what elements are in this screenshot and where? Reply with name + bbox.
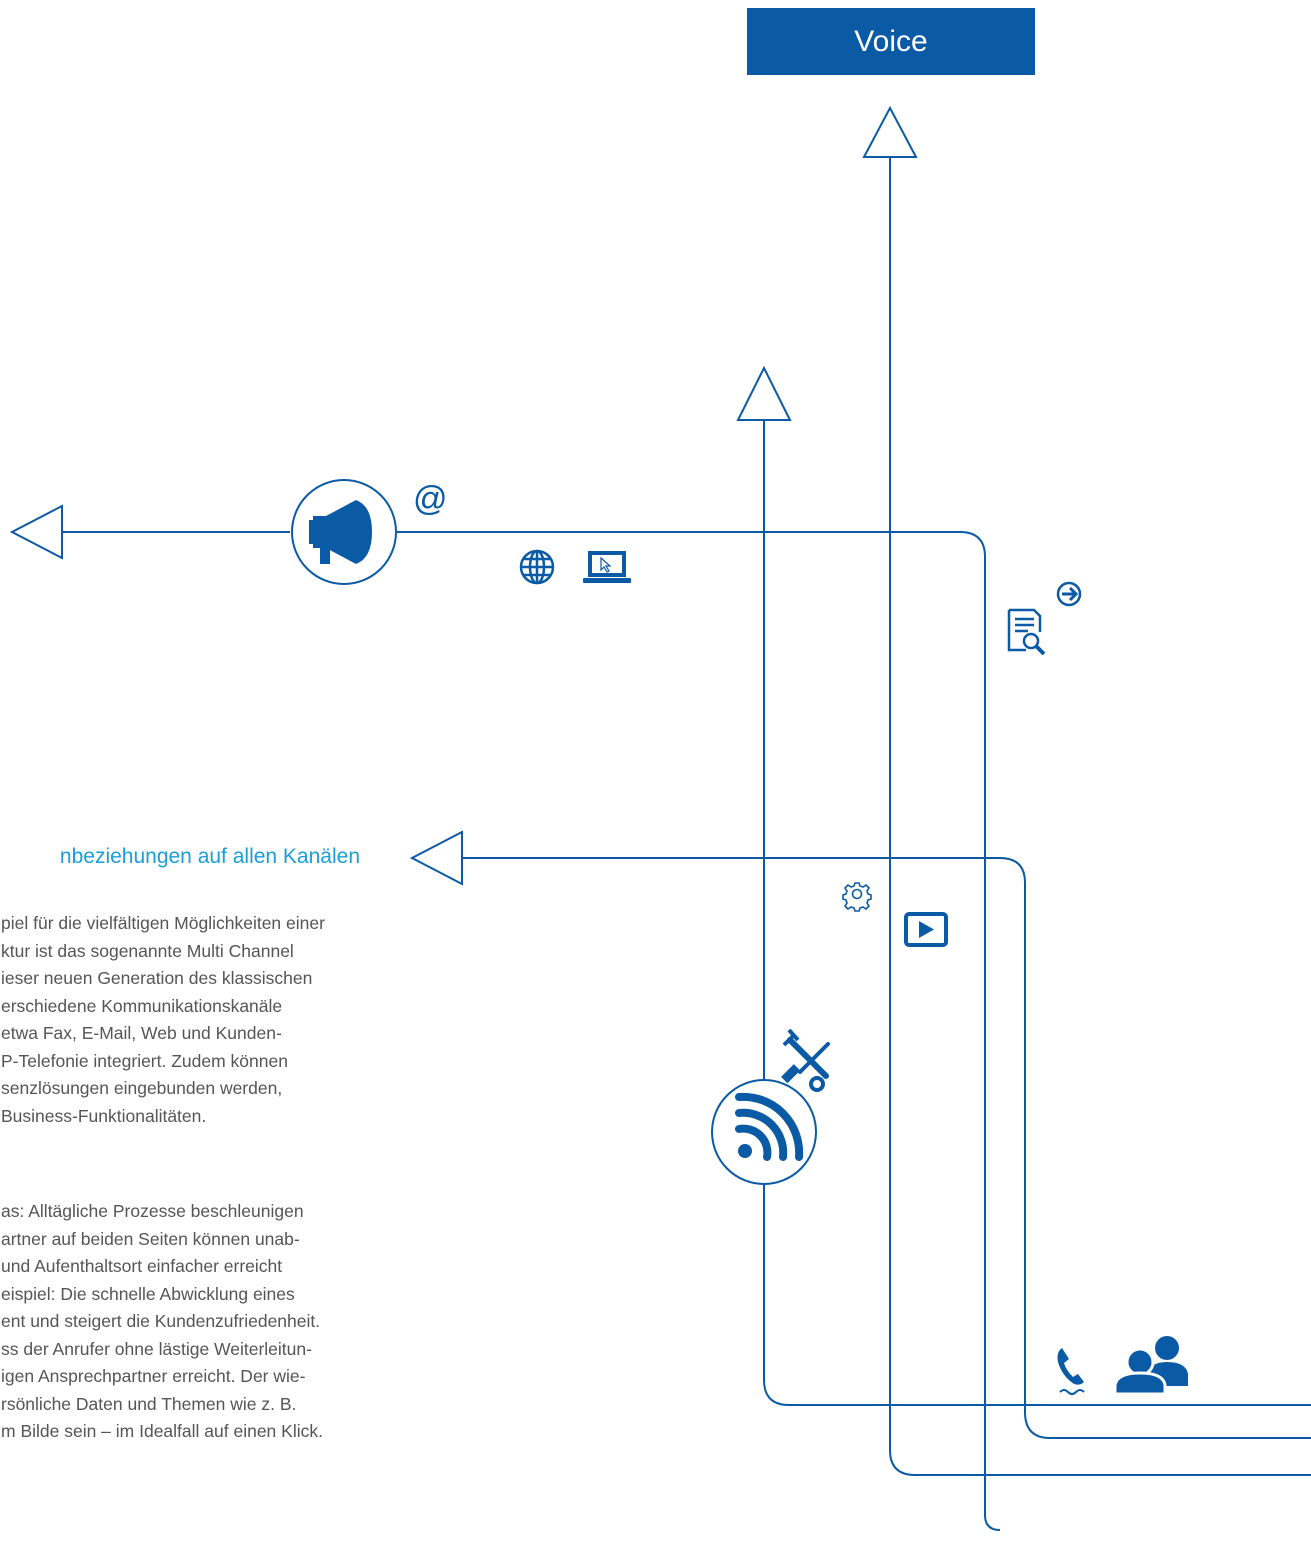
voice-line — [889, 155, 1311, 1476]
paragraph-line: etwa Fax, E-Mail, Web und Kunden- — [1, 1023, 282, 1043]
paragraph-line: artner auf beiden Seiten können unab- — [1, 1228, 300, 1249]
paragraph-line: senzlösungen eingebunden werden, — [1, 1078, 283, 1098]
paragraph-line: ktur ist das sogenannte Multi Channel — [1, 940, 294, 961]
voice-label: Voice — [854, 24, 928, 58]
paragraph-line: P-Telefonie integriert. Zudem können — [1, 1050, 288, 1071]
arrow-up-middle — [736, 365, 792, 421]
paragraph-line: und Aufenthaltsort einfacher erreicht — [1, 1256, 283, 1276]
paragraph-2: as: Alltägliche Prozesse beschleunigen a… — [0, 1198, 400, 1446]
megaphone-line — [62, 531, 1001, 1531]
paragraph-line: as: Alltägliche Prozesse beschleunigen — [1, 1201, 304, 1221]
arrow-right-circle-icon — [1056, 581, 1082, 607]
tools-icon — [781, 1028, 830, 1092]
arrow-left-mid — [409, 830, 463, 886]
paragraph-line: erschiedene Kommunikationskanäle — [1, 995, 283, 1016]
paragraph-line: Business-Funktionalitäten. — [1, 1105, 207, 1126]
phone-icon — [1057, 1348, 1085, 1395]
megaphone-icon — [291, 479, 397, 585]
paragraph-1: piel für die vielfältigen Möglichkeiten … — [0, 910, 400, 1130]
paragraph-line: m Bilde sein – im Idealfall auf einen Kl… — [1, 1421, 323, 1441]
section-heading: nbeziehungen auf allen Kanälen — [59, 845, 360, 868]
rss-icon — [711, 1079, 817, 1185]
users-icon — [1113, 1336, 1188, 1396]
paragraph-line: igen Ansprechpartner erreicht. Der wie- — [1, 1366, 306, 1386]
paragraph-line: ss der Anrufer ohne lästige Weiterleitun… — [1, 1338, 312, 1359]
at-icon: @ — [413, 480, 448, 518]
gear-icon — [842, 882, 872, 912]
globe-icon — [519, 549, 555, 585]
mid-horizontal-line — [462, 857, 1311, 1439]
paragraph-line: ent und steigert die Kundenzufriedenheit… — [1, 1311, 321, 1331]
voice-label-box: Voice — [747, 8, 1035, 75]
paragraph-line: piel für die vielfältigen Möglichkeiten … — [1, 913, 325, 933]
middle-line — [763, 418, 1311, 1406]
laptop-icon — [583, 551, 631, 583]
arrow-left-top — [9, 504, 63, 560]
paragraph-line: eispiel: Die schnelle Abwicklung eines — [1, 1283, 295, 1304]
arrow-up-voice — [862, 105, 918, 158]
paragraph-line: ieser neuen Generation des klassischen — [1, 968, 313, 988]
play-icon — [904, 912, 948, 947]
paragraph-line: rsönliche Daten und Themen wie z. B. — [1, 1393, 297, 1414]
document-search-icon — [1007, 608, 1046, 656]
